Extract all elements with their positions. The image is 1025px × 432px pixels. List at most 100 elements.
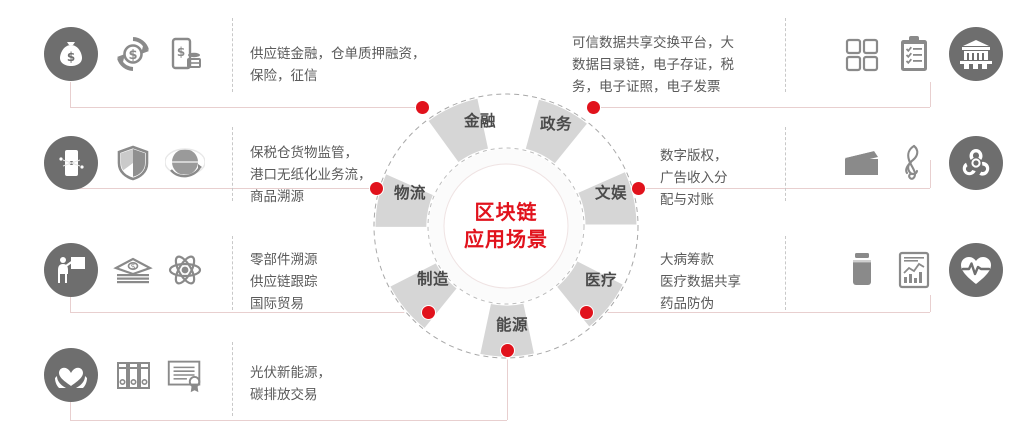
- wheel-outer-dashed-ring: [373, 93, 639, 359]
- binders-icon[interactable]: [112, 354, 154, 396]
- connector-manufacture-horizontal: [70, 312, 428, 313]
- separator-right-1: [785, 18, 786, 92]
- text-line: 医疗数据共享: [660, 273, 741, 290]
- medicine-bottle-icon[interactable]: [841, 249, 883, 291]
- wheel-hub-ring: [443, 163, 569, 289]
- cash-stack-glyph: $: [113, 257, 153, 284]
- text-line: 务，电子证照，电子发票: [572, 78, 721, 95]
- application-scenario-wheel: 金融 政务 文娱 医疗 能源 制造 物流 区块链 应用场景: [372, 92, 640, 360]
- text-line: 药品防伪: [660, 295, 714, 312]
- text-line: 港口无纸化业务流，: [250, 166, 372, 183]
- connector-finance-vertical: [70, 82, 71, 107]
- center-title-line2: 应用场景: [464, 227, 548, 251]
- text-block-manufacture: 零部件溯源 供应链跟踪 国际贸易: [250, 250, 318, 316]
- money-bag-glyph: $: [60, 42, 82, 66]
- center-title: 区块链 应用场景: [464, 199, 548, 253]
- mobile-payment-glyph: $: [171, 37, 201, 70]
- connector-government-vertical: [930, 82, 931, 107]
- mobile-network-glyph: [59, 150, 84, 176]
- connector-dot-energy: [501, 344, 514, 357]
- heart-pulse-glyph: [961, 257, 991, 284]
- text-line: 碳排放交易: [250, 386, 318, 403]
- text-line: 可信数据共享交换平台，大: [572, 35, 734, 51]
- connector-dot-manufacture: [422, 306, 435, 319]
- separator-right-2: [785, 127, 786, 201]
- icon-group-logistics: [44, 136, 206, 190]
- entertainment-symbol-glyph: [962, 149, 990, 176]
- segment-label-government: 政务: [539, 115, 573, 133]
- clipboard-check-glyph: [901, 36, 927, 71]
- shield-icon[interactable]: [112, 142, 154, 184]
- clapperboard-glyph: [845, 149, 878, 175]
- connector-energy-vertical-right: [507, 350, 508, 420]
- connector-dot-finance: [416, 101, 429, 114]
- government-building-icon[interactable]: [949, 27, 1003, 81]
- separator-left-1: [232, 18, 233, 92]
- heart-pulse-icon[interactable]: [949, 243, 1003, 297]
- icon-group-culture: [841, 136, 1003, 190]
- wheel-inner-dashed-ring: [427, 147, 585, 305]
- report-chart-icon[interactable]: [893, 249, 935, 291]
- text-block-logistics: 保税仓货物监管， 港口无纸化业务流， 商品溯源: [250, 143, 372, 209]
- mobile-network-icon[interactable]: [44, 136, 98, 190]
- icon-group-government: [841, 27, 1003, 81]
- center-title-line1: 区块链: [474, 200, 538, 224]
- globe-icon[interactable]: [164, 142, 206, 184]
- segment-label-finance: 金融: [463, 112, 497, 130]
- connector-dot-medical: [580, 306, 593, 319]
- currency-exchange-icon[interactable]: $: [112, 33, 154, 75]
- currency-exchange-glyph: $: [117, 37, 149, 71]
- presenter-icon[interactable]: [44, 243, 98, 297]
- mobile-payment-icon[interactable]: $: [164, 33, 206, 75]
- atom-icon[interactable]: [164, 249, 206, 291]
- text-block-government: 可信数据共享交换平台，大 数据目录链，电子存证，税 务，电子证照，电子发票: [572, 33, 734, 99]
- presenter-glyph: [58, 257, 85, 283]
- separator-left-3: [232, 236, 233, 310]
- text-line: 供应链金融，仓单质押融资，: [250, 46, 426, 62]
- cash-stack-icon[interactable]: $: [112, 249, 154, 291]
- atom-glyph: [168, 255, 202, 285]
- icon-group-medical: [841, 243, 1003, 297]
- entertainment-symbol-icon[interactable]: [949, 136, 1003, 190]
- certificate-icon[interactable]: [164, 354, 206, 396]
- segment-label-medical: 医疗: [584, 271, 618, 289]
- connector-energy-horizontal-bottom: [70, 420, 507, 421]
- connector-finance-horizontal: [70, 107, 422, 108]
- hands-heart-icon[interactable]: [44, 348, 98, 402]
- text-line: 国际贸易: [250, 295, 304, 312]
- clapperboard-icon[interactable]: [841, 142, 883, 184]
- connector-energy-vertical-left: [70, 400, 71, 420]
- text-block-finance: 供应链金融，仓单质押融资， 保险，征信: [250, 44, 426, 88]
- connector-medical-horizontal: [586, 312, 930, 313]
- hands-heart-glyph: [55, 367, 87, 388]
- connector-logistics-horizontal: [70, 188, 375, 189]
- wheel-hub-inner: [444, 164, 568, 288]
- music-note-icon[interactable]: [893, 142, 935, 184]
- certificate-glyph: [167, 360, 201, 393]
- connector-medical-vertical: [930, 295, 931, 312]
- text-line: 供应链跟踪: [250, 273, 318, 290]
- report-chart-glyph: [898, 251, 930, 289]
- grid-squares-icon[interactable]: [841, 33, 883, 75]
- icon-group-manufacture: $: [44, 243, 206, 297]
- separator-right-3: [785, 236, 786, 310]
- segment-label-logistics: 物流: [393, 184, 427, 202]
- clipboard-check-icon[interactable]: [893, 33, 935, 75]
- connector-dot-culture: [632, 182, 645, 195]
- medicine-bottle-glyph: [853, 253, 871, 285]
- svg-text:$: $: [130, 262, 135, 271]
- connector-dot-logistics: [370, 182, 383, 195]
- connector-culture-horizontal: [638, 188, 930, 189]
- text-line: 零部件溯源: [250, 252, 318, 268]
- government-building-glyph: [960, 40, 992, 69]
- svg-text:$: $: [177, 45, 185, 59]
- svg-text:$: $: [128, 48, 137, 63]
- money-bag-icon[interactable]: $: [44, 27, 98, 81]
- text-line: 光伏新能源，: [250, 365, 331, 381]
- separator-left-2: [232, 127, 233, 201]
- binders-glyph: [117, 362, 150, 389]
- text-line: 数字版权，: [660, 148, 728, 164]
- icon-group-finance: $ $ $: [44, 27, 206, 81]
- text-line: 配与对账: [660, 191, 714, 208]
